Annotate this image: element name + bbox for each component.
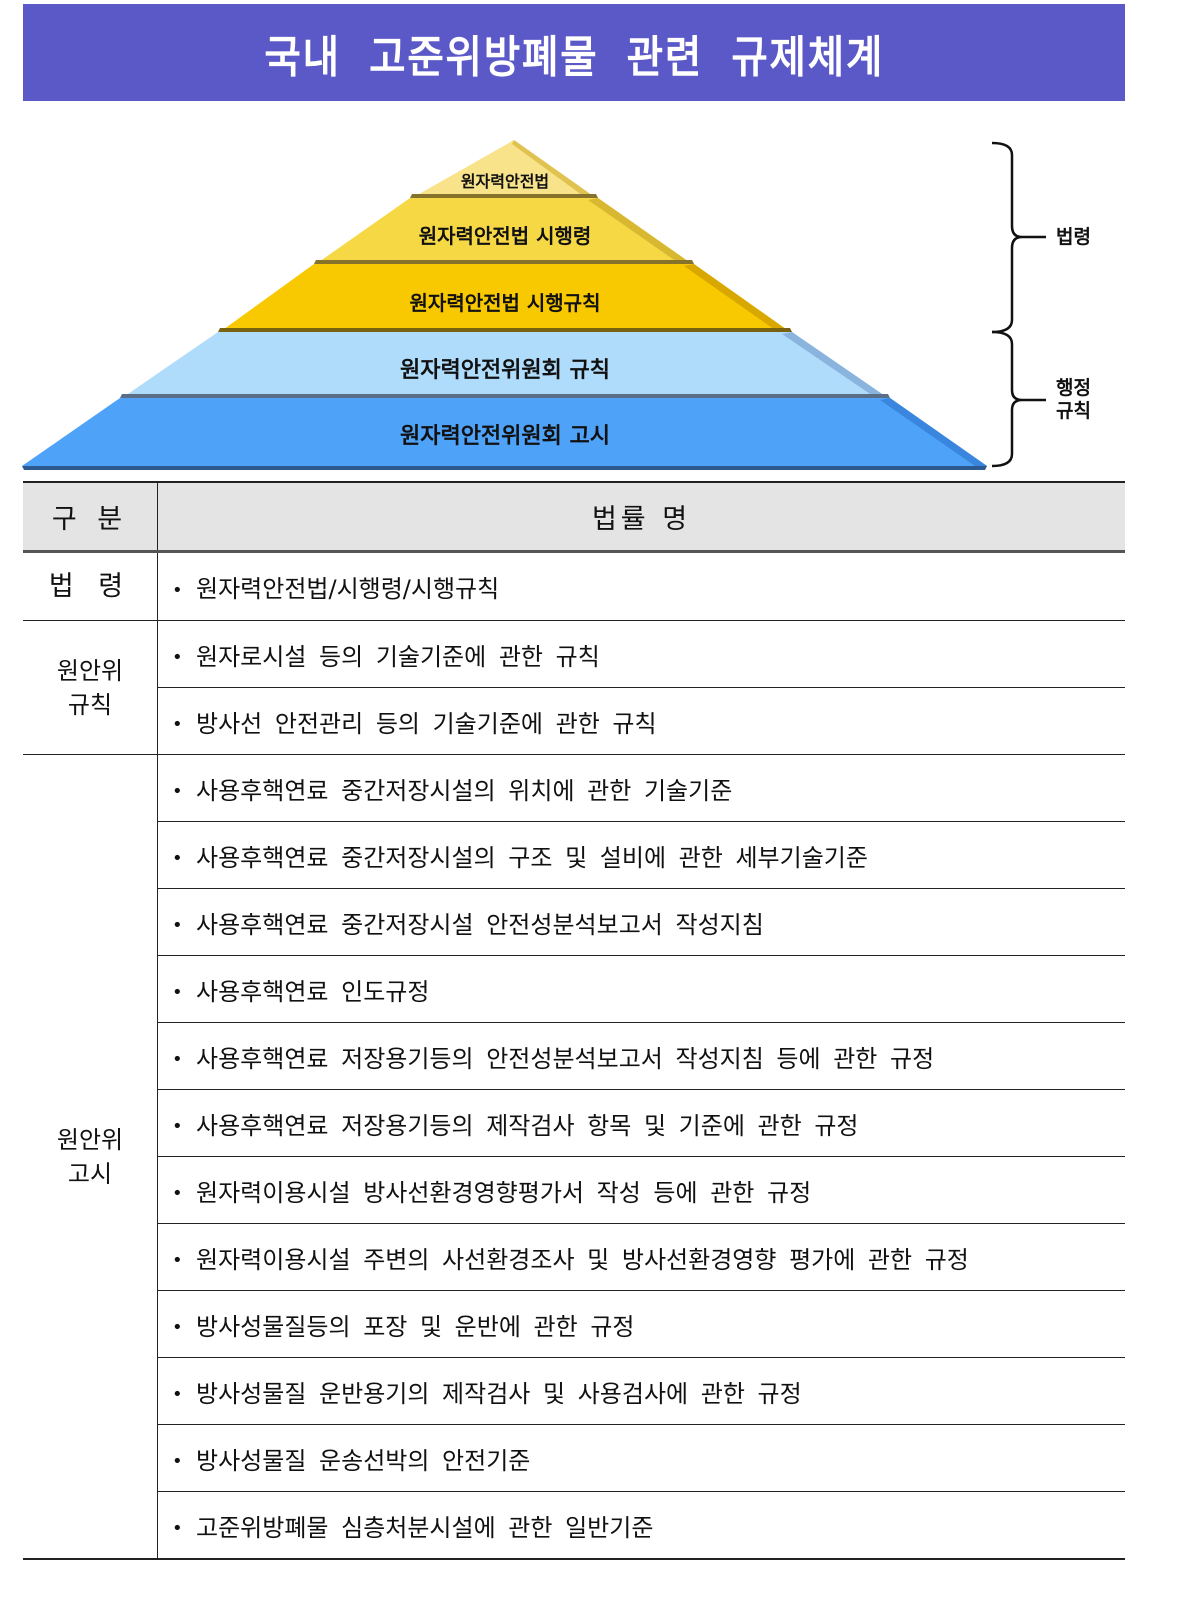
title-banner: 국내 고준위방폐물 관련 규제체계 xyxy=(23,4,1125,101)
bullet-icon: • xyxy=(172,1049,183,1070)
bullet-icon: • xyxy=(172,1518,183,1539)
header-law-name: 법률 명 xyxy=(157,481,1125,553)
table-row: •사용후핵연료 인도규정 xyxy=(23,955,1125,1023)
law-item: •사용후핵연료 저장용기등의 제작검사 항목 및 기준에 관한 규정 xyxy=(157,1089,1125,1157)
regulation-table: 구 분 법률 명 법 령 •원자력안전법/시행령/시행규칙 원안위 규칙 •원자… xyxy=(23,481,1125,1560)
law-item: •원자력안전법/시행령/시행규칙 xyxy=(157,551,1125,621)
category-nssc-notices: 원안위 고시 xyxy=(23,754,158,1560)
table-row: •사용후핵연료 중간저장시설 안전성분석보고서 작성지침 xyxy=(23,888,1125,956)
bullet-icon: • xyxy=(172,1116,183,1137)
table-row: •방사성물질등의 포장 및 운반에 관한 규정 xyxy=(23,1290,1125,1358)
table-row: 원안위 고시 •사용후핵연료 중간저장시설의 위치에 관한 기술기준 xyxy=(23,754,1125,1560)
bullet-icon: • xyxy=(172,714,183,735)
law-item: •원자로시설 등의 기술기준에 관한 규칙 xyxy=(157,620,1125,688)
table-row: •방사선 안전관리 등의 기술기준에 관한 규칙 xyxy=(23,687,1125,755)
table-row: •사용후핵연료 저장용기등의 안전성분석보고서 작성지침 등에 관한 규정 xyxy=(23,1022,1125,1090)
law-item: •방사선 안전관리 등의 기술기준에 관한 규칙 xyxy=(157,687,1125,755)
bracket-label-laws: 법령 xyxy=(1056,226,1091,248)
table-row: •방사성물질 운반용기의 제작검사 및 사용검사에 관한 규정 xyxy=(23,1357,1125,1425)
bullet-icon: • xyxy=(172,915,183,936)
bullet-icon: • xyxy=(172,1250,183,1271)
bullet-icon: • xyxy=(172,647,183,668)
table-row: 원안위 규칙 •원자로시설 등의 기술기준에 관한 규칙 xyxy=(23,620,1125,755)
page-title: 국내 고준위방폐물 관련 규제체계 xyxy=(264,31,884,83)
bullet-icon: • xyxy=(172,1451,183,1472)
law-item: •방사성물질 운송선박의 안전기준 xyxy=(157,1424,1125,1492)
law-item: •사용후핵연료 저장용기등의 안전성분석보고서 작성지침 등에 관한 규정 xyxy=(157,1022,1125,1090)
bullet-icon: • xyxy=(172,982,183,1003)
bullet-icon: • xyxy=(172,1183,183,1204)
law-item: •고준위방폐물 심층처분시설에 관한 일반기준 xyxy=(157,1491,1125,1560)
bullet-icon: • xyxy=(172,1317,183,1338)
law-item: •사용후핵연료 중간저장시설 안전성분석보고서 작성지침 xyxy=(157,888,1125,956)
law-item: •사용후핵연료 인도규정 xyxy=(157,955,1125,1023)
bracket-laws xyxy=(991,141,1046,334)
law-item: •사용후핵연료 중간저장시설의 위치에 관한 기술기준 xyxy=(157,754,1125,822)
table-row: •사용후핵연료 저장용기등의 제작검사 항목 및 기준에 관한 규정 xyxy=(23,1089,1125,1157)
law-item: •방사성물질등의 포장 및 운반에 관한 규정 xyxy=(157,1290,1125,1358)
bullet-icon: • xyxy=(172,579,183,601)
bullet-icon: • xyxy=(172,1384,183,1405)
pyramid-graphic xyxy=(22,140,1046,470)
category-nssc-rules: 원안위 규칙 xyxy=(23,620,158,755)
table-row: •원자력이용시설 방사선환경영향평가서 작성 등에 관한 규정 xyxy=(23,1156,1125,1224)
pyramid-layer-4 xyxy=(122,332,888,398)
pyramid-layer-3 xyxy=(220,264,790,332)
pyramid-layer-1 xyxy=(412,140,596,198)
table-row: •방사성물질 운송선박의 안전기준 xyxy=(23,1424,1125,1492)
table-row: •사용후핵연료 중간저장시설의 구조 및 설비에 관한 세부기술기준 xyxy=(23,821,1125,889)
table-row: 법 령 •원자력안전법/시행령/시행규칙 xyxy=(23,551,1125,621)
bullet-icon: • xyxy=(172,848,183,869)
pyramid-layer-2 xyxy=(316,198,692,264)
law-item: •원자력이용시설 방사선환경영향평가서 작성 등에 관한 규정 xyxy=(157,1156,1125,1224)
law-item: •사용후핵연료 중간저장시설의 구조 및 설비에 관한 세부기술기준 xyxy=(157,821,1125,889)
bracket-admin-rules xyxy=(991,330,1046,468)
bracket-label-admin-rules: 행정 규칙 xyxy=(1056,377,1091,422)
table-row: •원자력이용시설 주변의 사선환경조사 및 방사선환경영향 평가에 관한 규정 xyxy=(23,1223,1125,1291)
regulation-pyramid: 원자력안전법 원자력안전법 시행령 원자력안전법 시행규칙 원자력안전위원회 규… xyxy=(0,120,1182,480)
bullet-icon: • xyxy=(172,781,183,802)
table-row: •고준위방폐물 심층처분시설에 관한 일반기준 xyxy=(23,1491,1125,1560)
category-laws: 법 령 xyxy=(23,551,158,621)
law-item: •원자력이용시설 주변의 사선환경조사 및 방사선환경영향 평가에 관한 규정 xyxy=(157,1223,1125,1291)
header-category: 구 분 xyxy=(23,481,158,553)
table-header-row: 구 분 법률 명 xyxy=(23,481,1125,553)
pyramid-layer-5 xyxy=(22,398,987,466)
law-item: •방사성물질 운반용기의 제작검사 및 사용검사에 관한 규정 xyxy=(157,1357,1125,1425)
